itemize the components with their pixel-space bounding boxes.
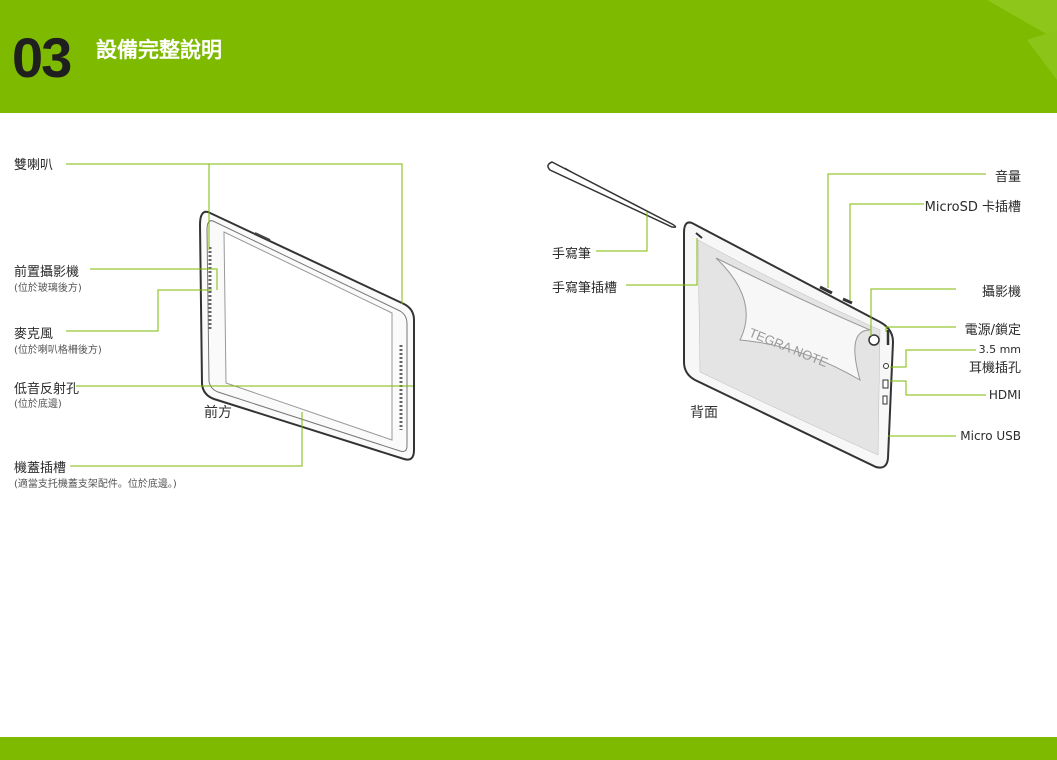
label-speakers: 雙喇叭: [14, 158, 54, 173]
label-stylus-slot: 手寫筆插槽: [552, 281, 618, 296]
label-front-camera: 前置攝影機: [14, 265, 80, 280]
label-cover-slot: 機蓋插槽: [14, 461, 67, 476]
front-leader-lines: [66, 163, 413, 467]
label-headphone-size: 3.5 mm: [978, 343, 1021, 356]
label-micro-usb: Micro USB: [960, 429, 1021, 443]
back-leader-lines: [596, 173, 986, 437]
corner-decoration: [987, 0, 1057, 80]
label-headphone: 耳機插孔: [968, 361, 1021, 376]
label-hdmi: HDMI: [988, 388, 1021, 402]
back-device-illustration: [683, 221, 895, 469]
caption-front: 前方: [204, 405, 232, 421]
note-bass-port: (位於底邊): [14, 399, 62, 410]
label-power: 電源/鎖定: [964, 323, 1021, 338]
label-volume: 音量: [994, 170, 1021, 185]
caption-back: 背面: [690, 405, 718, 421]
label-mic: 麥克風: [14, 327, 54, 342]
header-banner: 03 設備完整說明: [0, 0, 1057, 113]
stylus-illustration: [547, 161, 677, 228]
label-camera: 攝影機: [981, 285, 1021, 300]
label-stylus: 手寫筆: [552, 247, 592, 262]
note-front-camera: (位於玻璃後方): [14, 283, 82, 294]
note-mic: (位於喇叭格柵後方): [14, 345, 102, 356]
label-bass-port: 低音反射孔: [14, 382, 80, 397]
front-device-illustration: [198, 210, 415, 461]
note-cover-slot: (適當支托機蓋支架配件。位於底邊。): [14, 479, 177, 490]
section-number: 03: [12, 26, 72, 89]
footer-bar: [0, 737, 1057, 760]
label-microsd: MicroSD 卡插槽: [924, 200, 1021, 215]
section-title: 設備完整說明: [96, 38, 222, 62]
